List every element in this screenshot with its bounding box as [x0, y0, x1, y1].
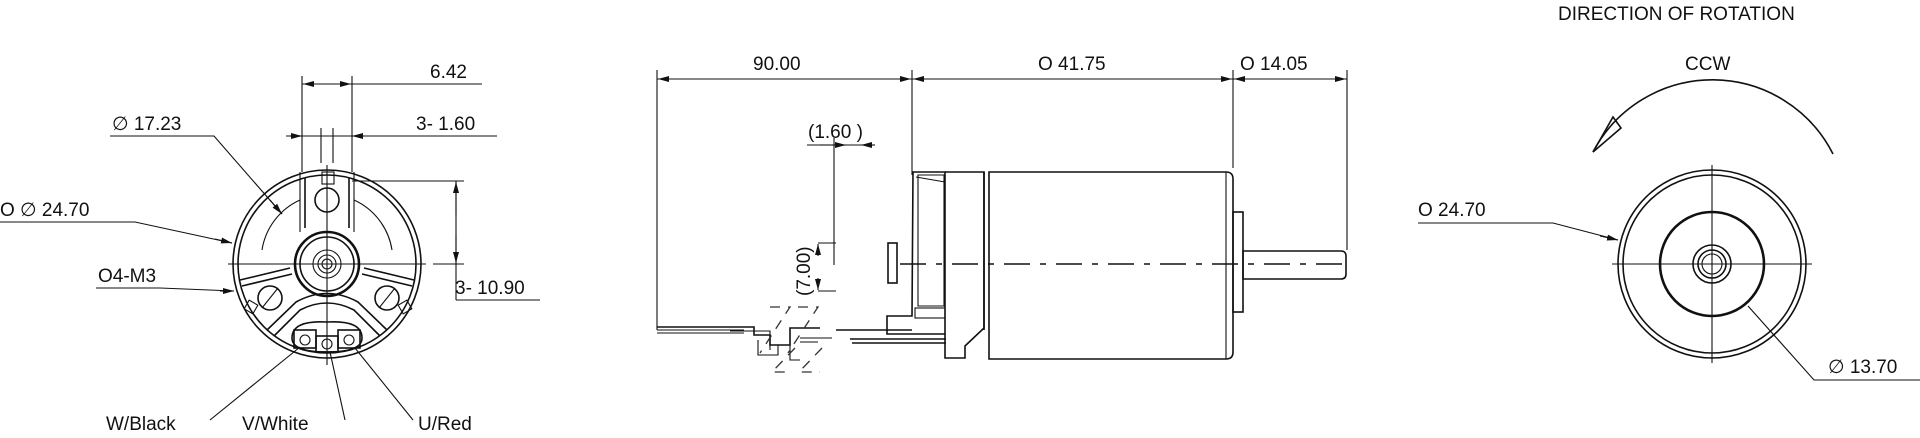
- connector-housing: [291, 321, 363, 353]
- rotation-direction-label: CCW: [1685, 54, 1730, 75]
- end-view-right: DIRECTION OF ROTATION CCW O 24.70 ∅ 13.7…: [1418, 4, 1920, 381]
- front-flange: [1232, 211, 1244, 313]
- body-length-label: O 41.75: [1038, 54, 1106, 75]
- dim-slots-label: 3- 1.60: [416, 114, 475, 135]
- dim-height-label: 3- 10.90: [455, 278, 525, 299]
- side-view: 90.00 O 41.75 O 14.05 (1.60 ) (7.00): [656, 54, 1352, 373]
- dia-outer-label: O ∅ 24.70: [0, 200, 89, 221]
- screw-spec-label: O4-M3: [98, 266, 156, 287]
- left-screw-hole: [257, 285, 283, 311]
- dim-width-label: 6.42: [430, 62, 467, 83]
- shaft-length-label: O 14.05: [1240, 54, 1308, 75]
- connector-height-label: (7.00): [794, 246, 815, 296]
- flange-offset-label: (1.60 ): [808, 122, 863, 143]
- right-screw-hole: [374, 285, 400, 311]
- endcap: [886, 171, 946, 335]
- dia-inner-label: ∅ 17.23: [112, 114, 181, 135]
- wire-v-label: V/White: [242, 414, 309, 435]
- end-view-left: 6.42 3- 1.60 ∅ 17.23 O ∅ 24.70 O4-M3 3- …: [0, 62, 540, 435]
- wire-u-label: U/Red: [418, 414, 472, 435]
- boss-dia-label: ∅ 13.70: [1828, 357, 1897, 378]
- rotation-title: DIRECTION OF ROTATION: [1558, 4, 1795, 25]
- motor-can: [988, 171, 1234, 360]
- ccw-arrow-icon: [1592, 79, 1834, 155]
- right-dia-outer-label: O 24.70: [1418, 200, 1486, 221]
- shaft: [1242, 250, 1347, 280]
- break-lines: [759, 306, 820, 354]
- lead-length-label: 90.00: [753, 54, 801, 75]
- wire-w-label: W/Black: [106, 414, 176, 435]
